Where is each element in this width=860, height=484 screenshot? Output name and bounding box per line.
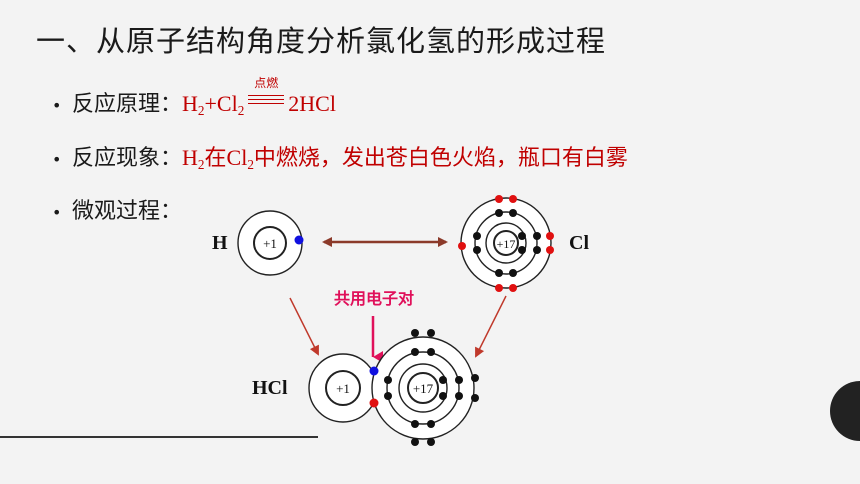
principle-label: 反应原理： <box>72 92 183 117</box>
shared-electron-h <box>369 366 379 376</box>
bullet-dot: • <box>52 150 62 169</box>
decorative-divider <box>0 436 318 438</box>
cl-label: Cl <box>569 232 589 254</box>
principle-product: 2HCl <box>288 91 336 116</box>
cl-nucleus-label: +17 <box>497 237 516 251</box>
phenomenon-text: H2在Cl2中燃烧，发出苍白色火焰，瓶口有白雾 <box>182 145 628 172</box>
hcl-cl-inner-shell <box>398 363 448 413</box>
h-nucleus <box>253 226 287 260</box>
phenomenon-row: • 反应现象： H2在Cl2中燃烧，发出苍白色火焰，瓶口有白雾 <box>52 140 628 173</box>
condition-arrow: 点燃 <box>246 76 286 111</box>
page-title: 一、从原子结构角度分析氯化氢的形成过程 <box>36 24 607 58</box>
arrow-h-to-hcl <box>289 297 319 356</box>
hcl-molecule: HCl +1 +17 <box>252 329 479 446</box>
cl-atom: +17 Cl <box>458 195 589 292</box>
arrow-cl-to-hcl <box>475 295 507 358</box>
bullet-dot: • <box>52 96 62 115</box>
hcl-cl-middle-shell <box>386 351 460 425</box>
hcl-h-nucleus-label: +1 <box>336 381 350 396</box>
hcl-cl-nucleus <box>407 372 439 404</box>
cl-inner-shell <box>485 222 527 264</box>
condition-label: 点燃 <box>254 76 279 90</box>
bullet-dot: • <box>52 203 62 222</box>
phenomenon-label: 反应现象： <box>72 146 183 171</box>
h-electron <box>294 235 304 245</box>
shared-electron-cl <box>369 398 379 408</box>
hcl-h-nucleus <box>325 370 361 406</box>
micro-row: • 微观过程： <box>52 193 182 225</box>
h-nucleus-label: +1 <box>263 236 277 251</box>
hcl-label: HCl <box>252 377 288 399</box>
hcl-cl-nucleus-label: +17 <box>413 381 434 396</box>
cl-nucleus <box>493 230 519 256</box>
cl-middle-shell <box>474 211 538 275</box>
micro-label: 微观过程： <box>72 199 183 224</box>
h-atom: H +1 <box>212 210 304 276</box>
h-label: H <box>212 232 228 254</box>
shared-pair-label: 共用电子对 <box>334 289 414 308</box>
